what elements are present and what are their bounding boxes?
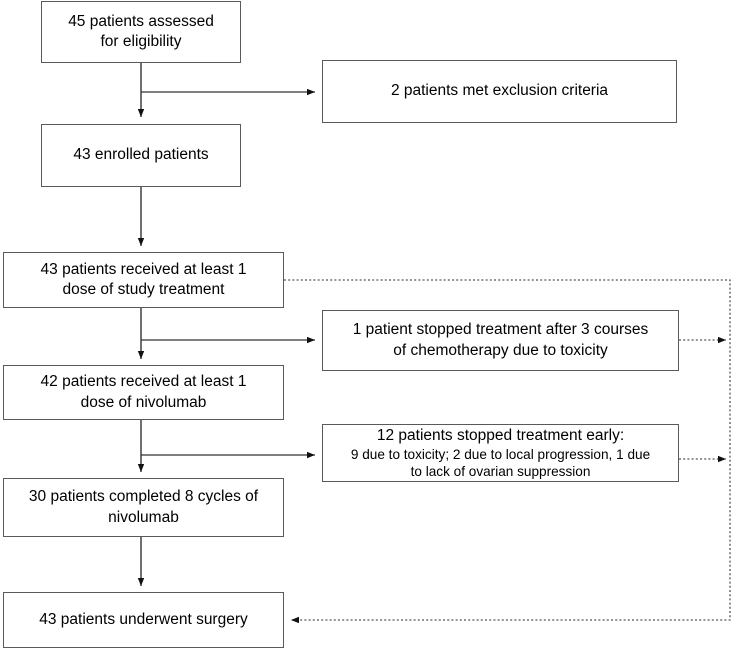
node-enrolled[interactable]: 43 enrolled patients xyxy=(41,124,241,187)
node-underwent-surgery-label: 43 patients underwent surgery xyxy=(39,610,248,628)
node-assessed-label: 45 patients assessed for eligibility xyxy=(68,12,214,50)
node-received-study-treatment[interactable]: 43 patients received at least 1 dose of … xyxy=(3,252,284,308)
node-stopped-after-3-courses[interactable]: 1 patient stopped treatment after 3 cour… xyxy=(322,310,679,371)
node-underwent-surgery[interactable]: 43 patients underwent surgery xyxy=(3,592,284,648)
node-stopped-after-3-courses-label: 1 patient stopped treatment after 3 cour… xyxy=(352,321,649,359)
node-stopped-early-detail: 9 due to toxicity; 2 due to local progre… xyxy=(350,446,651,480)
node-completed-cycles[interactable]: 30 patients completed 8 cycles of nivolu… xyxy=(3,478,284,537)
node-stopped-early-lead: 12 patients stopped treatment early: xyxy=(376,426,625,444)
node-stopped-early[interactable]: 12 patients stopped treatment early: 9 d… xyxy=(322,424,679,482)
node-assessed-for-eligibility[interactable]: 45 patients assessed for eligibility xyxy=(41,1,241,63)
node-excluded-label: 2 patients met exclusion criteria xyxy=(390,82,609,100)
node-completed-cycles-label: 30 patients completed 8 cycles of nivolu… xyxy=(28,488,259,526)
node-excluded[interactable]: 2 patients met exclusion criteria xyxy=(322,60,677,123)
node-received-nivolumab-label: 42 patients received at least 1 dose of … xyxy=(40,373,247,411)
node-received-nivolumab[interactable]: 42 patients received at least 1 dose of … xyxy=(3,365,284,420)
node-enrolled-label: 43 enrolled patients xyxy=(73,146,209,164)
node-received-study-treatment-label: 43 patients received at least 1 dose of … xyxy=(40,260,247,298)
